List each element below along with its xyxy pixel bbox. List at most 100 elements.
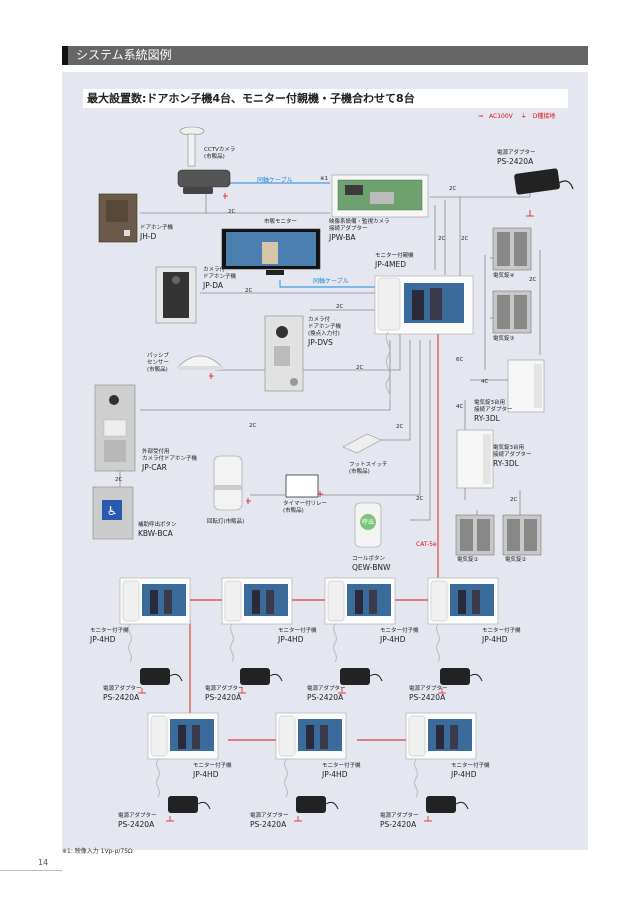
wires-2c: [119, 185, 541, 521]
sub-monitor-figure: [472, 590, 480, 614]
sub-monitor-units: [119, 577, 499, 822]
tv-monitor: [221, 228, 321, 275]
sub-monitor-figure: [436, 725, 444, 749]
sub-monitor-figure: [164, 590, 172, 614]
legend-ac-icon: ⊸: [478, 113, 484, 120]
ground-icon: [138, 688, 146, 694]
label-lock1: 電気錠①: [457, 557, 479, 563]
wire-mark-3: 2C: [438, 236, 446, 242]
coax-cables: [230, 182, 375, 288]
timer-relay: [285, 474, 319, 498]
ry3dl-adapter-a: [507, 359, 545, 413]
diagram-title: 最大設置数:ドアホン子機4台、モニター付親機・子機合わせて8台: [87, 92, 415, 105]
power-adapter-cord: [197, 801, 211, 810]
electric-lock-3: [492, 290, 532, 334]
sub-monitor-figure: [252, 590, 260, 614]
label-rotlamp: 回転灯(市販品): [207, 519, 245, 525]
sub-monitor-handset: [122, 580, 140, 622]
power-adapter: [140, 668, 170, 685]
power-adapter: [296, 796, 326, 813]
wire-mark-7: 2C: [356, 365, 364, 371]
label-lock4: 電気錠④: [493, 273, 515, 279]
wire-mark-2: 2C: [449, 186, 457, 192]
label-lock2: 電気錠②: [505, 557, 527, 563]
legend-ground-icon: ⏚: [520, 113, 527, 120]
sub-monitor-handset: [327, 580, 345, 622]
section-header-marker: [62, 46, 68, 65]
callbtn-face-text: 呼出: [362, 519, 375, 526]
kbw-button: ♿: [92, 486, 134, 540]
jpwba-adapter: [331, 174, 429, 218]
sub-monitor-cord: [156, 758, 160, 798]
sub-monitor-cord: [414, 758, 418, 798]
wire-mark-9: 2C: [396, 424, 404, 430]
power-adapter: [168, 796, 198, 813]
section-header: システム系統図例: [62, 46, 588, 65]
sub-monitor-cord: [333, 623, 337, 663]
power-adapter-cord: [469, 673, 483, 682]
legend: ⊸AC100V ⏚D種接地: [478, 111, 561, 120]
jpda-doorphone: [155, 266, 197, 324]
ground-icon: [238, 688, 246, 694]
sub-monitor-figure: [450, 725, 458, 749]
sub-monitor-handset: [408, 715, 426, 757]
ground-icon: [438, 688, 446, 694]
sub-monitor-cord: [128, 623, 132, 663]
wire-mark-14: 4C: [456, 404, 464, 410]
wire-mark-12: 6C: [456, 357, 464, 363]
wire-mark-10: 2C: [416, 496, 424, 502]
electric-lock-1: [455, 514, 495, 556]
sub-monitor-handset: [224, 580, 242, 622]
label-jpdvs: カメラ付ドアホン子機(換点入力付)JP-DVS: [308, 317, 342, 347]
cctv-camera: [177, 126, 231, 194]
sub-monitor-figure: [355, 590, 363, 614]
page-number: 14: [38, 858, 49, 867]
ground-icon: [294, 816, 302, 822]
wire-mark-5: 2C: [245, 288, 253, 294]
power-adapter: [240, 668, 270, 685]
electric-lock-2: [502, 514, 542, 556]
diagram-title-box: 最大設置数:ドアホン子機4台、モニター付親機・子機合わせて8台: [83, 89, 568, 108]
sub-monitor-figure: [320, 725, 328, 749]
ac-plug-icons: [209, 193, 534, 504]
jpdvs-doorphone: [264, 315, 304, 392]
label-lock3: 電気錠③: [493, 336, 515, 342]
ground-icon: [338, 688, 346, 694]
passive-sensor: [177, 355, 223, 370]
sub-monitor-handset: [430, 580, 448, 622]
power-adapter: [426, 796, 456, 813]
rotating-lamp: [213, 455, 243, 511]
page-number-rule: [0, 870, 62, 871]
sub-monitor-figure: [458, 590, 466, 614]
legend-ground-label: D種接地: [532, 113, 556, 120]
sub-monitor-handset: [278, 715, 296, 757]
sub-monitor-figure: [306, 725, 314, 749]
coax-label-2: 同軸ケーブル: [313, 278, 349, 285]
sub-monitor-figure: [192, 725, 200, 749]
cat5e-cables: [188, 333, 439, 741]
sub-monitor-cord: [284, 758, 288, 798]
sub-monitor-handset: [150, 715, 168, 757]
label-cctv: CCTVカメラ(市販品): [204, 147, 236, 160]
cat5e-label: CAT-5e: [416, 541, 437, 548]
label-timer: タイマー付リレー(市販品): [283, 501, 328, 514]
ps-top-adapter: [514, 168, 574, 195]
